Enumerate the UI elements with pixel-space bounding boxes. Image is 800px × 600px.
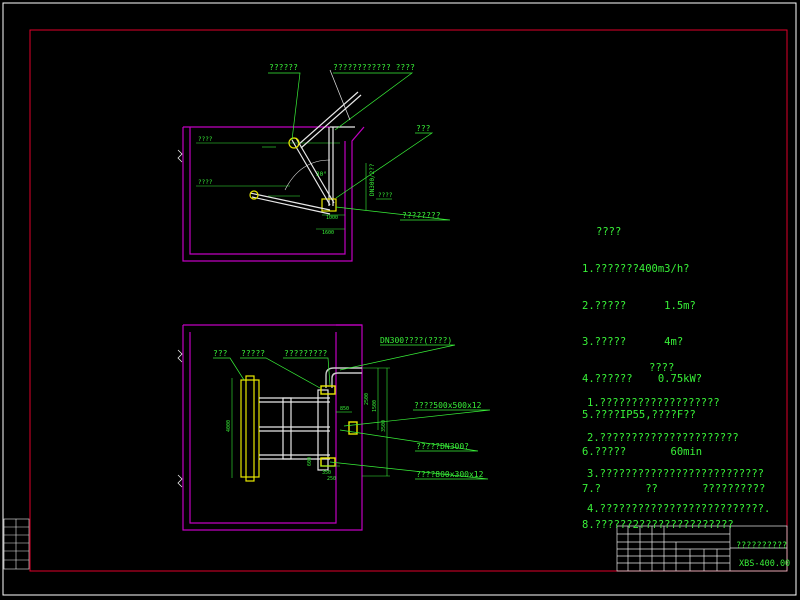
- plan-label-pipe-mid: ?????DN300?: [416, 442, 469, 451]
- plan-label-plate-1: ????500x500x12: [414, 401, 482, 410]
- plan-dim-g: 250: [327, 476, 336, 482]
- plan-dim-d: 850: [340, 406, 349, 412]
- label-top-left: ??????: [269, 63, 298, 72]
- plan-view: ??? ????? ????????? DN300????(????) ????…: [177, 324, 491, 531]
- label-top-right: ???????????? ????: [333, 63, 415, 72]
- note-item: 3.??????????????????????????: [587, 467, 765, 480]
- frame-beams: [259, 389, 330, 471]
- plan-label-1: ???: [213, 349, 228, 358]
- swing-arc: [284, 159, 331, 191]
- inner-frame: [29, 29, 788, 572]
- plan-label-plate-2: ????800x300x12: [416, 470, 484, 479]
- plan-dim-e: 350: [322, 470, 331, 476]
- label-right: ???: [416, 124, 431, 133]
- dim-1: 1000: [326, 215, 338, 221]
- revision-table: [3, 518, 30, 570]
- plan-dim-left: 4000: [226, 420, 232, 432]
- tech-param-item: 1.???????400m3/h?: [582, 263, 690, 276]
- plan-dim-b: 3500: [381, 420, 387, 432]
- tech-param-item: 4.?????? 0.75kW?: [582, 372, 703, 385]
- tech-params-title: ????: [596, 226, 622, 239]
- right-level-label: ????: [378, 192, 393, 199]
- drawing-name: ??????????: [736, 541, 788, 551]
- dim-vertical: DN300/2??: [369, 163, 376, 196]
- elevation-view: ?????? ???????????? ???? ??? ???????? ??…: [177, 63, 451, 262]
- plan-dim-a: 1500: [372, 400, 378, 412]
- dim-2: 1600: [322, 230, 334, 236]
- water-level-lower: ????: [198, 179, 213, 186]
- gantry: [321, 126, 355, 212]
- plan-break-mark-2: [177, 474, 183, 488]
- plan-label-3: ?????????: [284, 349, 328, 358]
- tech-param-item: 5.????IP55,????F??: [582, 409, 696, 422]
- notes: ???? 1.??????????????????? 2.???????????…: [587, 339, 770, 528]
- plan-label-pipe-top: DN300????(????): [380, 336, 452, 345]
- title-block: [616, 525, 788, 572]
- tech-params: ???? 1.???????400m3/h? 2.????? 1.5m? 3.?…: [582, 202, 765, 544]
- notes-title: ????: [649, 361, 675, 374]
- label-bottom-right: ????????: [402, 211, 441, 220]
- plan-tank-outline: [182, 324, 363, 531]
- dims: [316, 163, 392, 230]
- tech-param-item: 7.? ?? ??????????: [582, 482, 766, 495]
- plan-leaders: [213, 344, 491, 480]
- drawing-number: XBS-400.00: [739, 559, 791, 569]
- tech-param-item: 8.??????2???????????????: [582, 519, 734, 532]
- note-item: 4.??????????????????????????.: [587, 503, 771, 516]
- tech-param-item: 2.????? 1.5m?: [582, 299, 696, 312]
- tank-outline: [182, 126, 365, 262]
- leaders: [268, 69, 451, 221]
- plan-break-mark: [177, 349, 183, 363]
- note-item: 2.??????????????????????: [587, 432, 739, 445]
- tech-param-item: 3.????? 4m?: [582, 336, 684, 349]
- water-level-upper: ????: [198, 136, 213, 143]
- plan-dim-f: 600: [307, 457, 313, 466]
- plan-dim-c: 2500: [364, 393, 370, 405]
- outlet-pipe: [320, 367, 362, 467]
- water-levels: [196, 142, 340, 197]
- tilt-arms: [249, 91, 362, 215]
- tech-param-item: 6.????? 60min: [582, 446, 703, 459]
- angle-label: 30°: [316, 171, 327, 178]
- screen-frame: [240, 375, 260, 482]
- plan-dims: [231, 367, 390, 478]
- break-mark: [177, 149, 183, 163]
- note-item: 1.???????????????????: [587, 396, 720, 409]
- plan-label-2: ?????: [241, 349, 265, 358]
